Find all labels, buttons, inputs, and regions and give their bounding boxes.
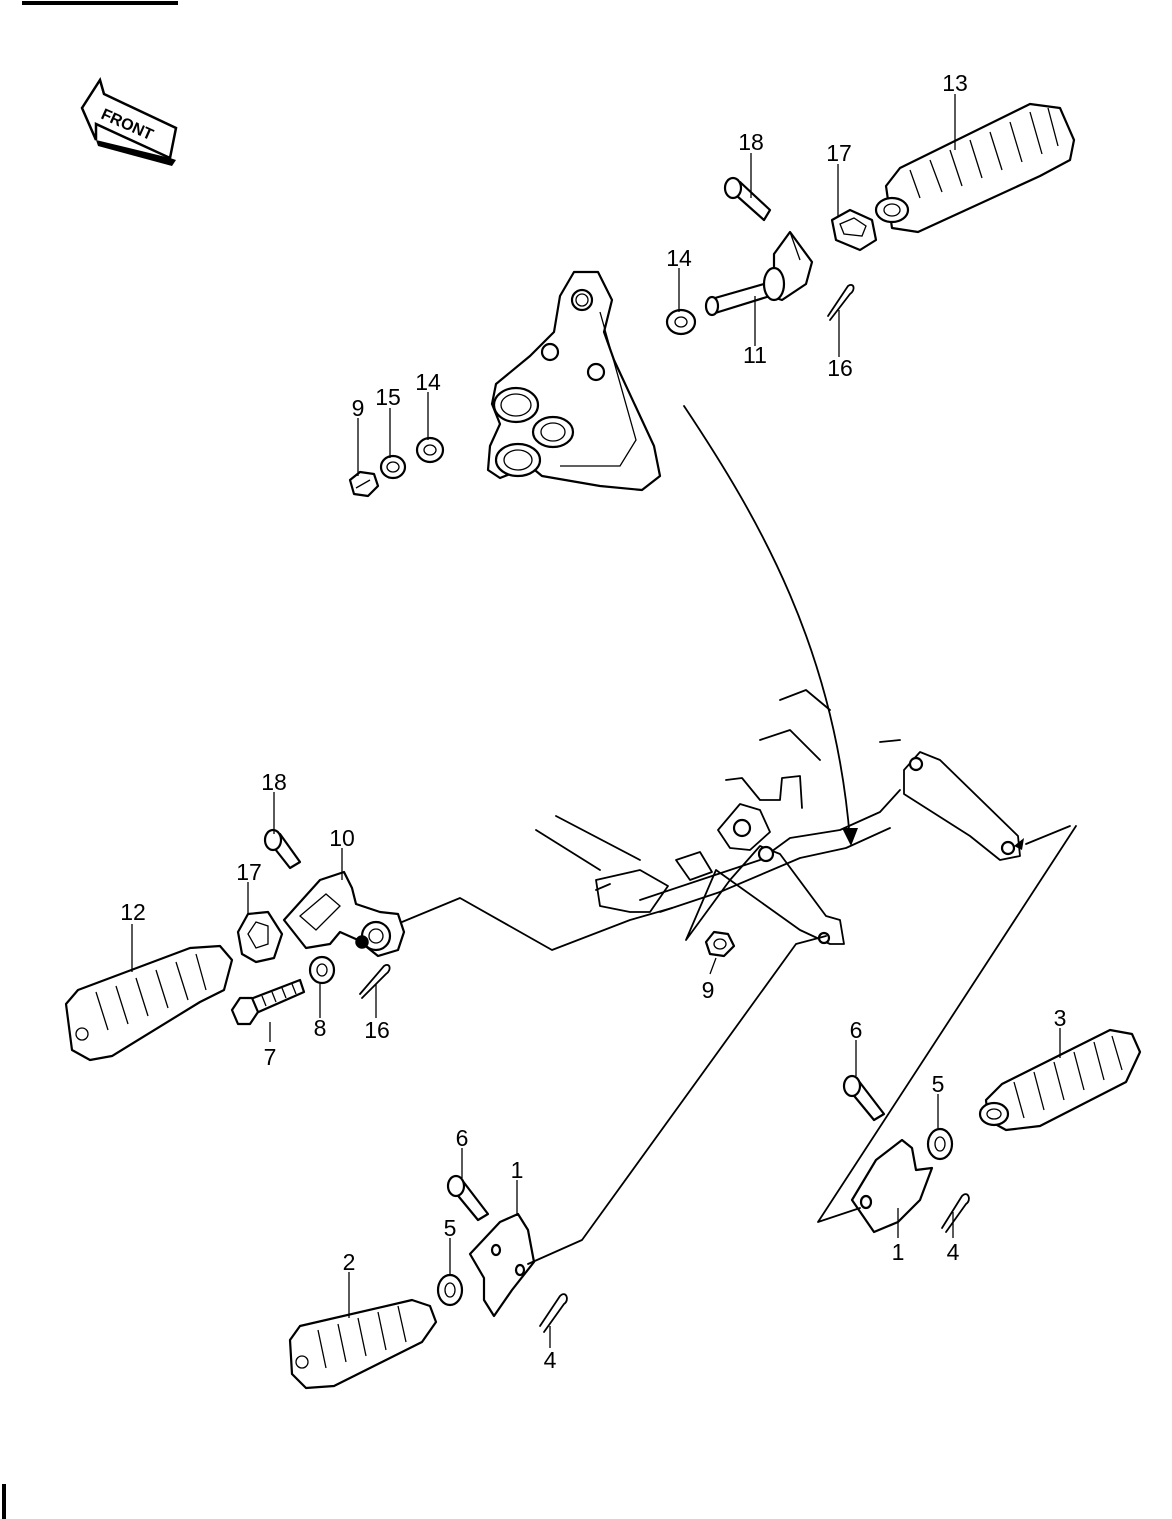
assembly-arrow-head xyxy=(842,828,858,846)
callout-5-right: 5 xyxy=(932,1071,945,1097)
callout-2: 2 xyxy=(343,1249,356,1275)
cotter-pin-16-upper xyxy=(827,284,855,321)
callout-17-upper: 17 xyxy=(826,140,852,166)
footpeg-holder-11 xyxy=(704,230,814,317)
frame xyxy=(535,689,1071,945)
nut-9-frame xyxy=(704,930,736,958)
plate-washer-17-upper xyxy=(830,208,878,252)
plate-washer-17-left xyxy=(236,910,284,964)
footpeg-bracket-1-left xyxy=(468,1212,536,1318)
washer-14-left xyxy=(415,436,445,464)
callout-17-left: 17 xyxy=(236,859,262,885)
callout-12: 12 xyxy=(120,899,146,925)
callout-16-upper: 16 xyxy=(827,355,853,381)
lock-washer-15 xyxy=(379,454,407,480)
front-arrow-icon: FRONT xyxy=(80,76,178,166)
cotter-pin-16-left xyxy=(359,964,391,999)
upper-bracket-plate xyxy=(486,270,662,492)
callout-11: 11 xyxy=(743,342,767,368)
callout-4-left: 4 xyxy=(544,1347,557,1373)
callout-18-left: 18 xyxy=(261,769,287,795)
washer-5-right xyxy=(926,1127,954,1161)
callout-6-left: 6 xyxy=(456,1125,469,1151)
callout-16-left: 16 xyxy=(364,1017,390,1043)
footpeg-rubber-12 xyxy=(64,944,234,1062)
callout-15: 15 xyxy=(375,384,401,410)
assembly-arrow-line xyxy=(683,405,851,841)
washer-8 xyxy=(308,955,336,985)
callout-9-frame: 9 xyxy=(702,977,715,1003)
callout-3: 3 xyxy=(1054,1005,1067,1031)
callout-5-left: 5 xyxy=(444,1215,457,1241)
frame-connector-nut xyxy=(685,869,731,941)
pin-6-left xyxy=(446,1174,490,1222)
nut-9-upper xyxy=(348,470,380,498)
pin-6-right xyxy=(842,1074,886,1122)
callout-18-upper: 18 xyxy=(738,129,764,155)
left-connector-line xyxy=(401,897,673,951)
callout-labels: 13 18 17 14 11 16 9 15 14 18 10 17 12 7 … xyxy=(120,70,1066,1373)
pin-18-left xyxy=(263,828,302,870)
cotter-pin-4-left xyxy=(539,1293,568,1333)
footpeg-rubber-13 xyxy=(874,102,1076,234)
lower-left-connector xyxy=(527,935,827,1265)
callout-6-right: 6 xyxy=(850,1017,863,1043)
footpeg-rubber-3 xyxy=(978,1028,1142,1132)
washer-14-right xyxy=(665,308,697,336)
callout-14-upper-left: 14 xyxy=(415,369,441,395)
bolt-7 xyxy=(230,978,306,1026)
callout-13: 13 xyxy=(942,70,968,96)
lower-right-connector xyxy=(817,825,1077,1223)
callout-4-right: 4 xyxy=(947,1239,960,1265)
callout-8: 8 xyxy=(314,1015,327,1041)
footpeg-bracket-1-right xyxy=(850,1138,934,1234)
footpeg-bracket-10 xyxy=(282,870,406,958)
pin-18-upper xyxy=(723,176,772,222)
callout-1-left: 1 xyxy=(511,1157,524,1183)
callout-10: 10 xyxy=(329,825,355,851)
callout-14-upper-right: 14 xyxy=(666,245,692,271)
callout-7: 7 xyxy=(264,1044,277,1070)
callout-1-right: 1 xyxy=(892,1239,905,1265)
leader-lines xyxy=(131,94,1061,1348)
cotter-pin-4-right xyxy=(941,1193,970,1233)
footpeg-rubber-2 xyxy=(288,1298,438,1390)
washer-5-left xyxy=(436,1273,464,1307)
callout-9-upper: 9 xyxy=(352,395,365,421)
